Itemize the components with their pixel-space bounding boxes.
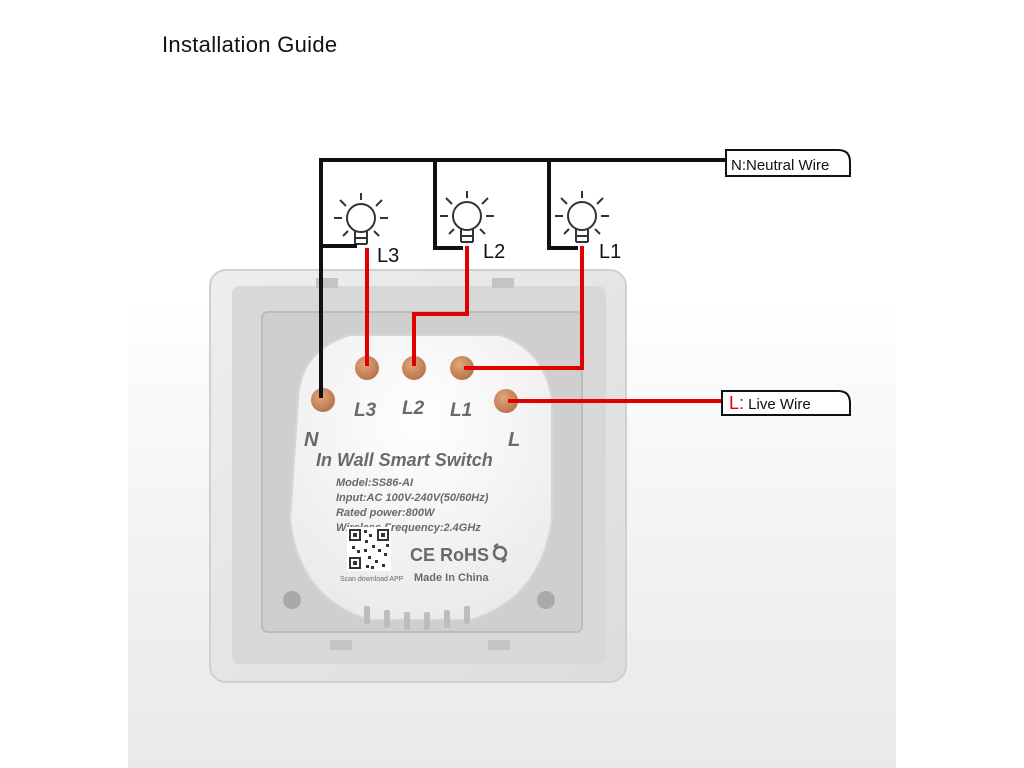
recycle-icon: [492, 543, 508, 563]
bracket-screw-left: [283, 591, 301, 609]
spec-input: Input:AC 100V-240V(50/60Hz): [336, 492, 489, 504]
live-wire-tag: [721, 390, 851, 416]
spec-power: Rated power:800W: [336, 507, 436, 519]
lamp-l3-icon: [334, 193, 388, 245]
lamp-label-l3: L3: [377, 245, 399, 267]
qr-caption: Scan download APP: [340, 576, 404, 583]
terminal-l: [494, 389, 518, 413]
terminal-l3: [355, 356, 379, 380]
terminal-n: [311, 388, 335, 412]
bracket-tab-bottom-right: [488, 640, 510, 650]
terminal-l2: [402, 356, 426, 380]
neutral-wire-label: N:Neutral Wire: [731, 157, 829, 174]
qr-code: [347, 527, 391, 571]
origin-text: Made In China: [414, 572, 489, 584]
neutral-wire-tag: [725, 149, 851, 177]
lamp-l2-icon: [440, 191, 494, 243]
live-wire-prefix: L:: [729, 393, 744, 413]
live-wire: [365, 246, 722, 403]
certification-marks: CE RoHS: [410, 545, 489, 565]
lamp-label-l2: L2: [483, 241, 505, 263]
terminal-label-n: N: [304, 429, 319, 451]
terminal-label-l: L: [508, 429, 520, 451]
product-name: In Wall Smart Switch: [316, 450, 493, 470]
terminal-l1: [450, 356, 474, 380]
page-title: Installation Guide: [162, 32, 338, 57]
bracket-tab-bottom-left: [330, 640, 352, 650]
bracket-screw-right: [537, 591, 555, 609]
bracket-tab-top-left: [316, 278, 338, 288]
terminal-label-l2: L2: [402, 398, 425, 419]
spec-model: Model:SS86-AI: [336, 477, 414, 489]
lamp-l1-icon: [555, 191, 609, 243]
live-wire-text: Live Wire: [744, 396, 811, 413]
terminal-label-l3: L3: [354, 400, 377, 421]
terminal-label-l1: L1: [450, 400, 472, 421]
lamp-label-l1: L1: [599, 241, 621, 263]
neutral-wire: [319, 158, 726, 398]
bracket-tab-top-right: [492, 278, 514, 288]
vent-slots: [364, 606, 470, 630]
live-wire-label: L: Live Wire: [729, 393, 811, 413]
